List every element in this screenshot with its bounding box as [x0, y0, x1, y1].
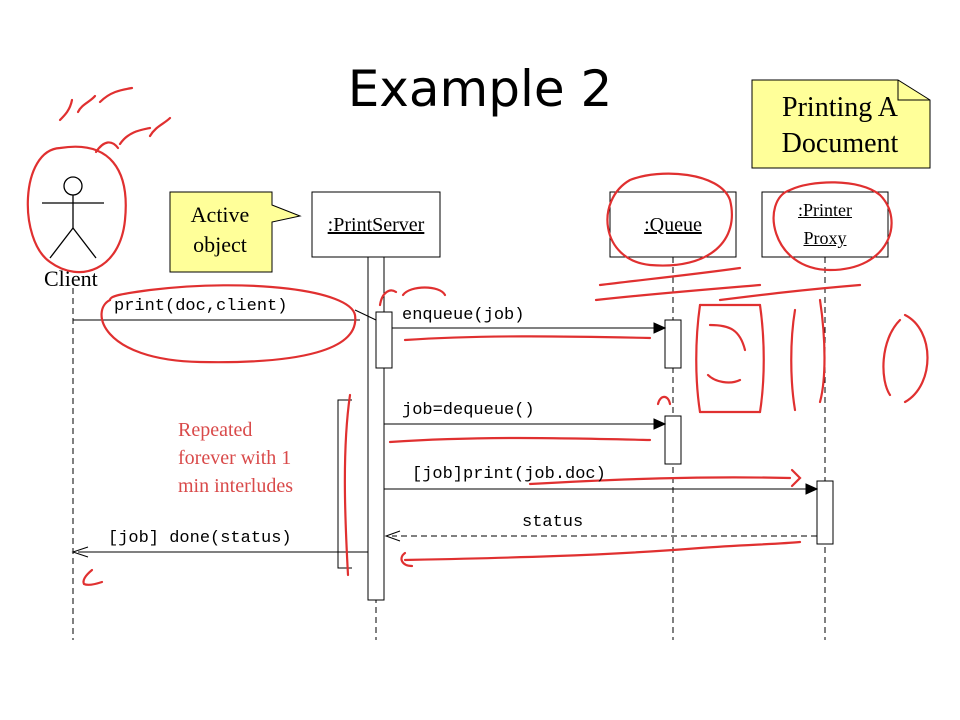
repeat-note-line3: min interludes	[178, 475, 293, 497]
print-server-activation	[367, 256, 385, 601]
client-actor-icon	[42, 176, 104, 259]
red-annotations	[26, 86, 929, 586]
job-print-message-label: [job]print(job.doc)	[412, 465, 606, 484]
dequeue-message-label: job=dequeue()	[402, 401, 535, 420]
repeat-note: Repeated forever with 1 min interludes	[178, 416, 293, 500]
active-object-label: Active object	[170, 200, 270, 260]
active-object-note	[169, 191, 302, 273]
repeat-note-line1: Repeated	[178, 419, 253, 441]
print-server-inner-activation	[375, 311, 393, 369]
printer-proxy-label: :Printer Proxy	[762, 196, 888, 252]
done-message-label: [job] done(status)	[108, 529, 292, 548]
status-message-label: status	[522, 513, 584, 532]
print-server-label: :PrintServer	[327, 214, 425, 236]
printing-doc-line1: Printing A	[782, 92, 898, 123]
printing-document-label: Printing A Document	[760, 90, 920, 162]
client-label: Client	[44, 266, 98, 291]
active-object-line2: object	[193, 232, 247, 257]
print-server-box	[311, 191, 441, 258]
printing-document-note	[751, 79, 931, 169]
print-message-label: print(doc,client)	[114, 297, 288, 316]
queue-activation-2	[664, 415, 682, 465]
printer-proxy-line1: :Printer	[798, 200, 852, 220]
page-title: Example 2	[347, 60, 613, 118]
repeat-note-line2: forever with 1	[178, 447, 292, 469]
active-object-line1: Active	[190, 202, 250, 227]
printer-proxy-line2: Proxy	[803, 228, 847, 248]
queue-box	[609, 191, 737, 258]
queue-label: :Queue	[644, 214, 702, 236]
enqueue-message-label: enqueue(job)	[402, 306, 525, 325]
queue-activation-1	[664, 319, 682, 369]
printing-doc-line2: Document	[781, 128, 899, 159]
repeat-bracket	[337, 399, 352, 569]
printer-proxy-activation	[816, 480, 834, 545]
